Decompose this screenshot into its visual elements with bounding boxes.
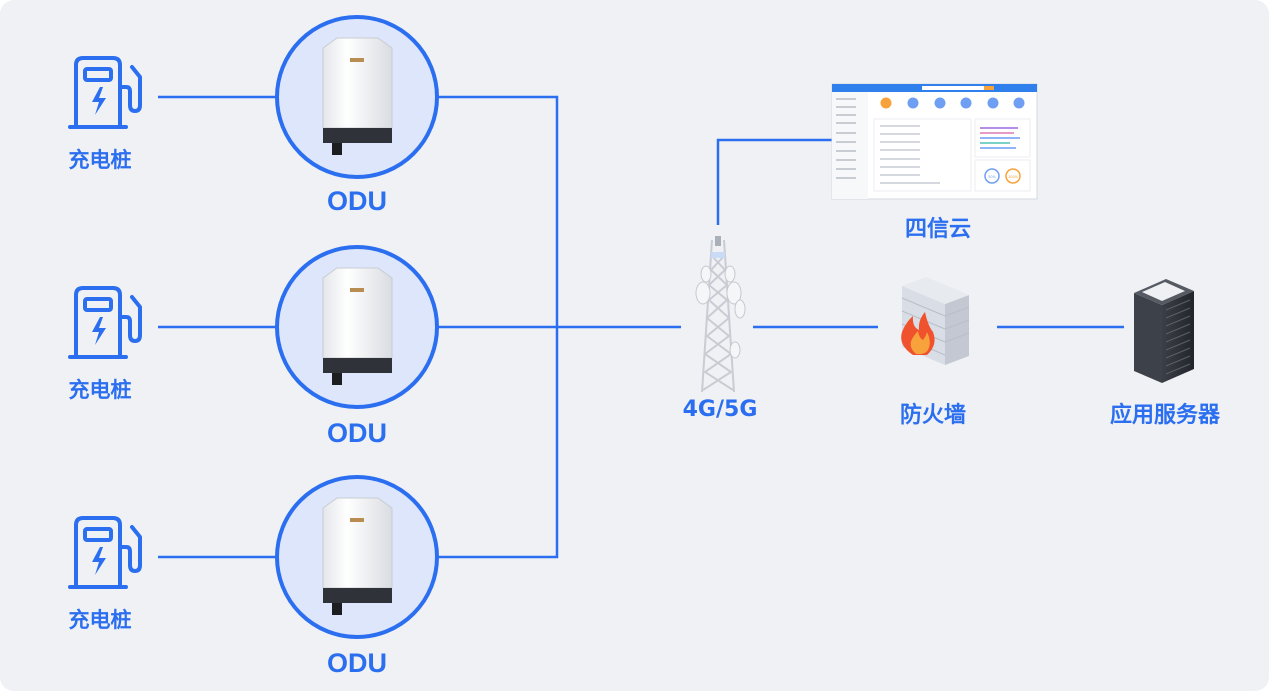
firewall-icon	[901, 277, 970, 365]
odu-device-icon	[275, 15, 439, 179]
odu-label: ODU	[327, 418, 387, 448]
odu-device-icon	[275, 245, 439, 409]
charger-label: 充电桩	[68, 148, 132, 172]
firewall-label: 防火墙	[899, 403, 966, 428]
cell-tower-icon	[695, 236, 746, 393]
connection-lines	[158, 95, 1124, 559]
dashboard-value-2: 100%	[1008, 175, 1019, 179]
link-tower-cloud	[716, 138, 832, 225]
tower-label: 4G/5G	[682, 397, 758, 422]
cloud-dashboard-icon: 50% 100%	[831, 83, 1038, 200]
odu-device-icon	[275, 475, 439, 639]
dashboard-value-1: 50%	[988, 175, 996, 179]
ev-charger-icon	[68, 516, 142, 589]
ev-charger-icon	[68, 286, 142, 359]
cloud-label: 四信云	[904, 217, 971, 242]
server-label: 应用服务器	[1109, 403, 1220, 428]
odu-label: ODU	[327, 186, 387, 216]
odu-label: ODU	[327, 648, 387, 678]
charger-label: 充电桩	[68, 378, 132, 402]
server-rack-icon	[1134, 279, 1194, 383]
charger-label: 充电桩	[68, 608, 132, 632]
ev-charger-icon	[68, 56, 142, 129]
